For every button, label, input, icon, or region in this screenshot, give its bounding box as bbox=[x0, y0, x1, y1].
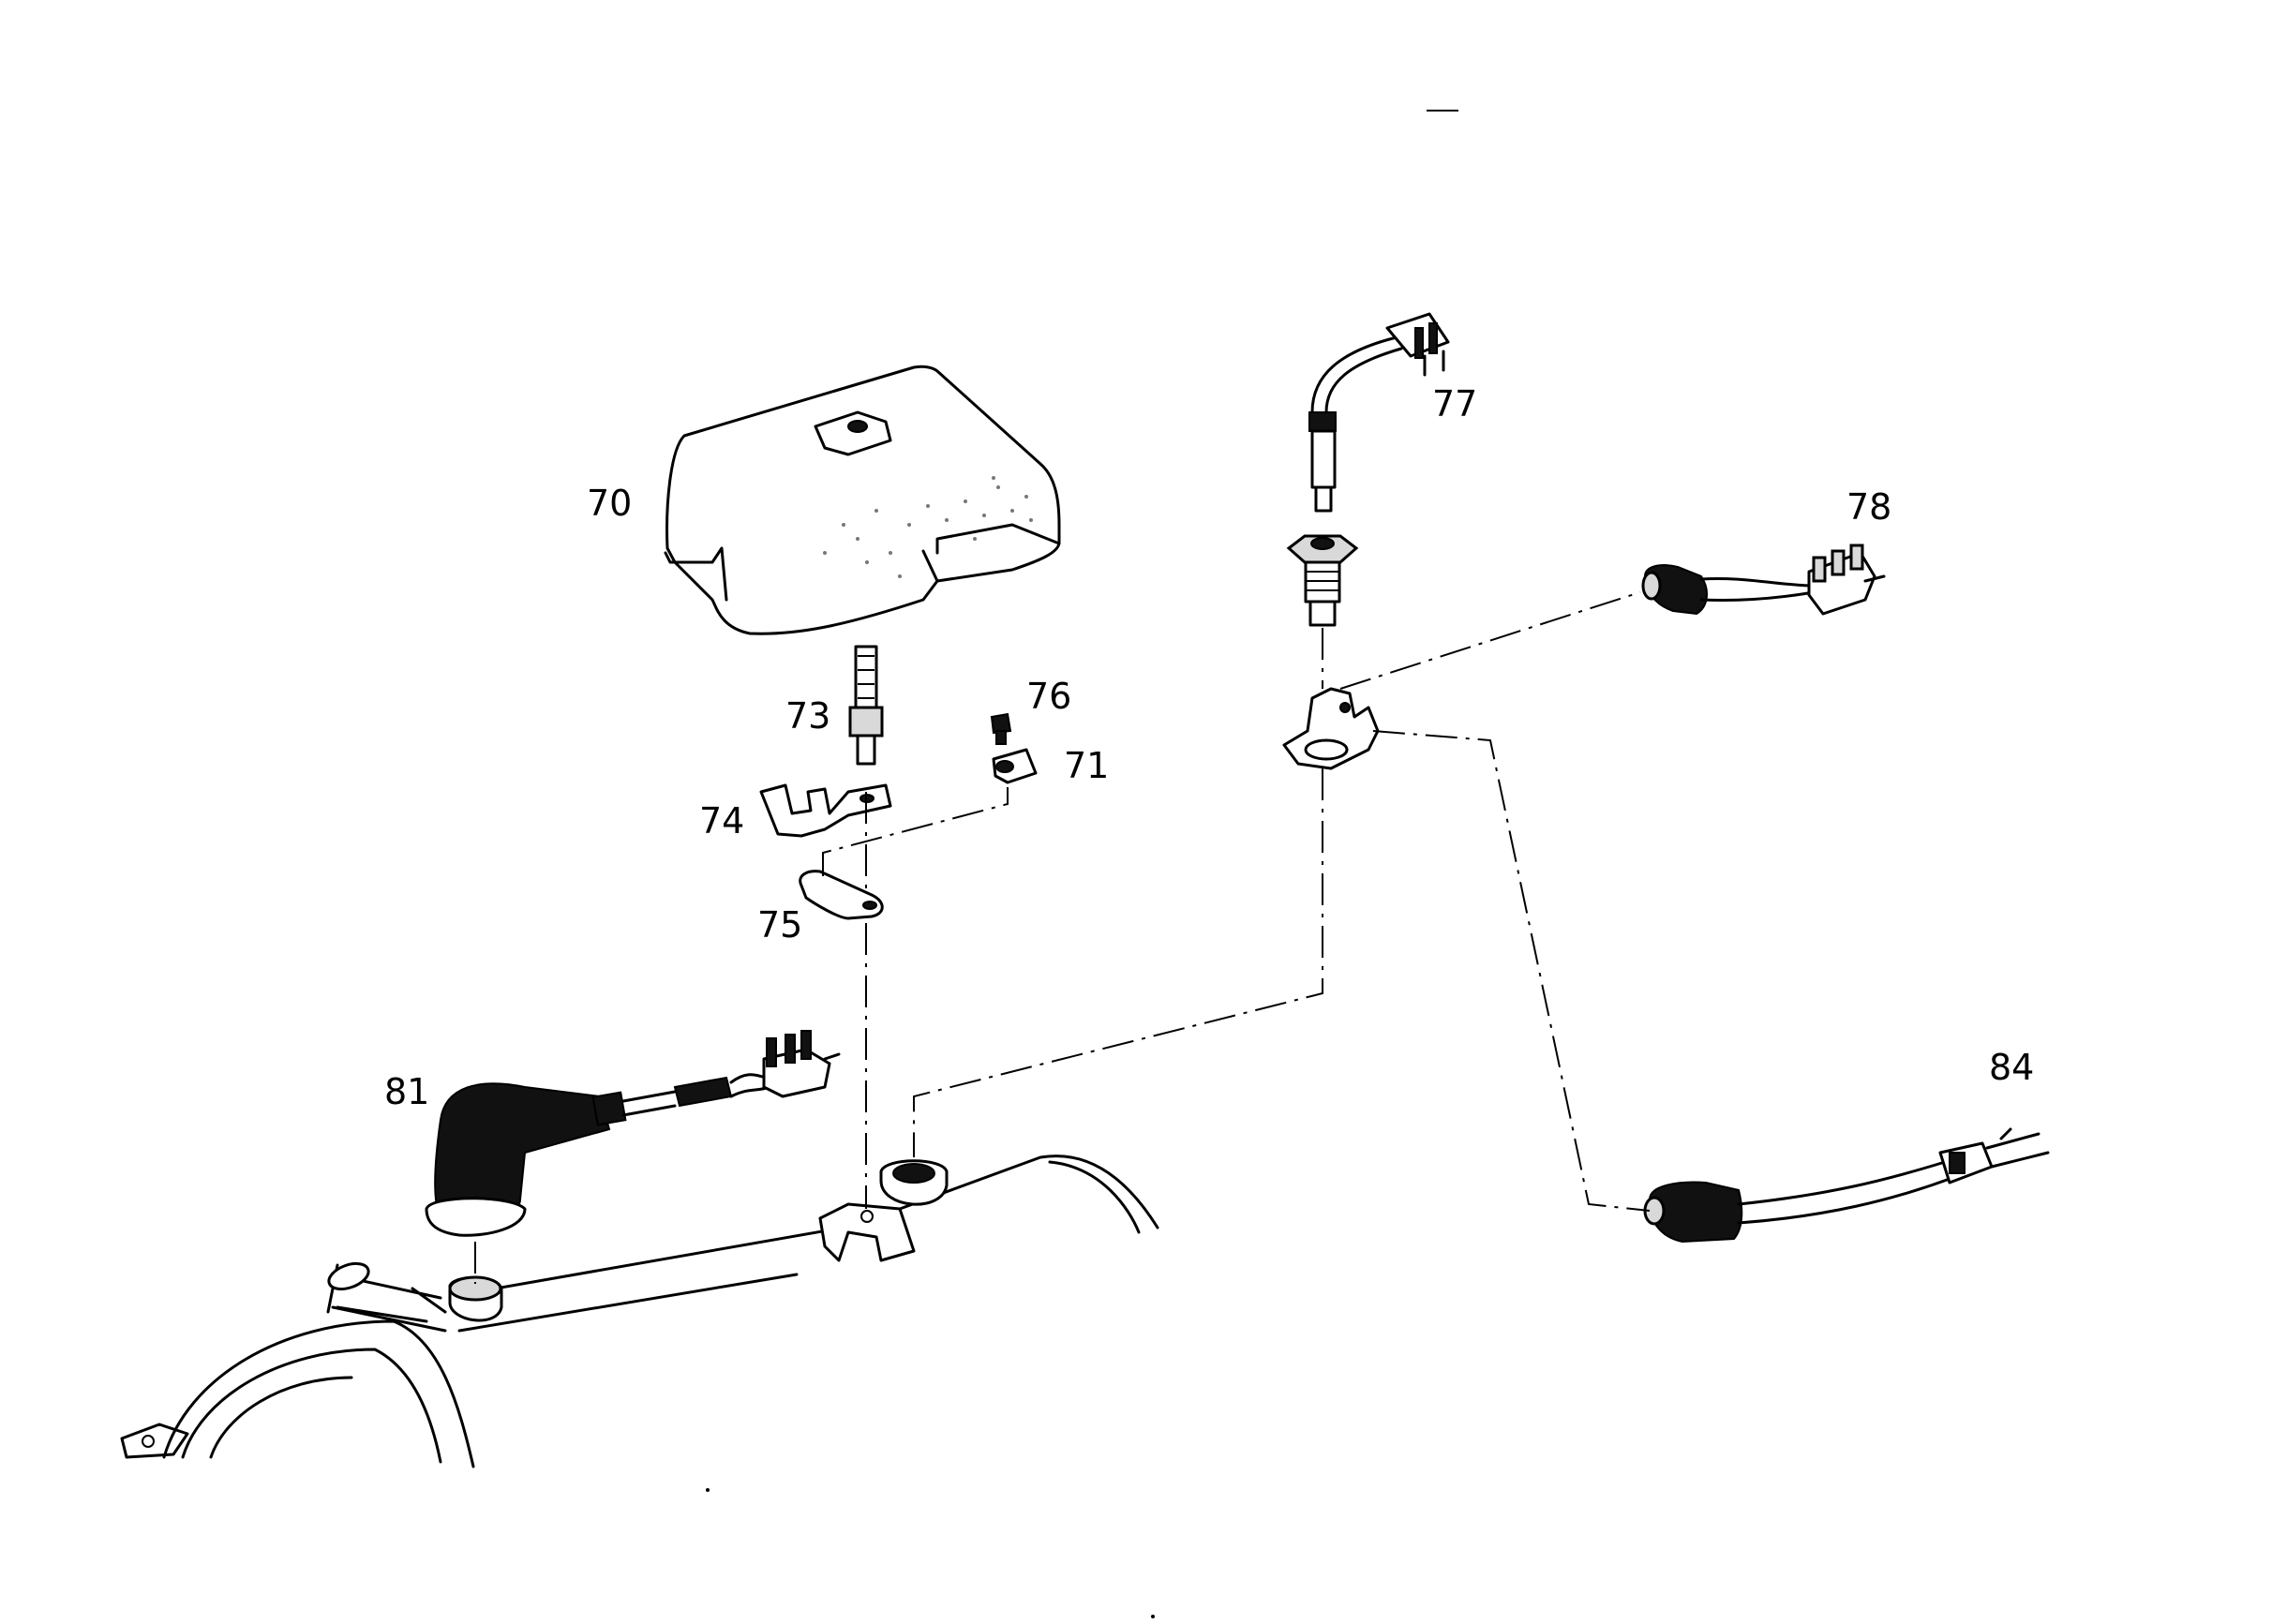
sensor-part-84 bbox=[1643, 1127, 2050, 1244]
mounting-bracket bbox=[1282, 687, 1380, 770]
part-label-78: 78 bbox=[1846, 486, 1892, 528]
cover-part-70 bbox=[664, 365, 1061, 635]
sensor-part-77 bbox=[1286, 312, 1450, 627]
sensor-part-81 bbox=[425, 1030, 841, 1237]
part-label-76: 76 bbox=[1026, 676, 1072, 717]
assembly-center-lines bbox=[474, 591, 1651, 1284]
nut-part-71 bbox=[992, 748, 1038, 784]
part-label-74: 74 bbox=[699, 800, 745, 842]
part-label-84: 84 bbox=[1989, 1047, 2035, 1088]
part-label-81: 81 bbox=[384, 1071, 430, 1112]
part-label-71: 71 bbox=[1064, 745, 1110, 786]
screw-part-76 bbox=[990, 712, 1012, 745]
part-label-77: 77 bbox=[1432, 383, 1478, 425]
part-label-73: 73 bbox=[785, 695, 831, 737]
part-label-75: 75 bbox=[757, 904, 803, 946]
stud-part-73 bbox=[848, 645, 884, 766]
base-pipe-assembly bbox=[120, 1155, 1159, 1468]
plate-part-75 bbox=[799, 870, 884, 920]
bracket-part-74 bbox=[759, 783, 892, 838]
part-label-70: 70 bbox=[587, 483, 633, 524]
sensor-part-78 bbox=[1641, 544, 1886, 616]
